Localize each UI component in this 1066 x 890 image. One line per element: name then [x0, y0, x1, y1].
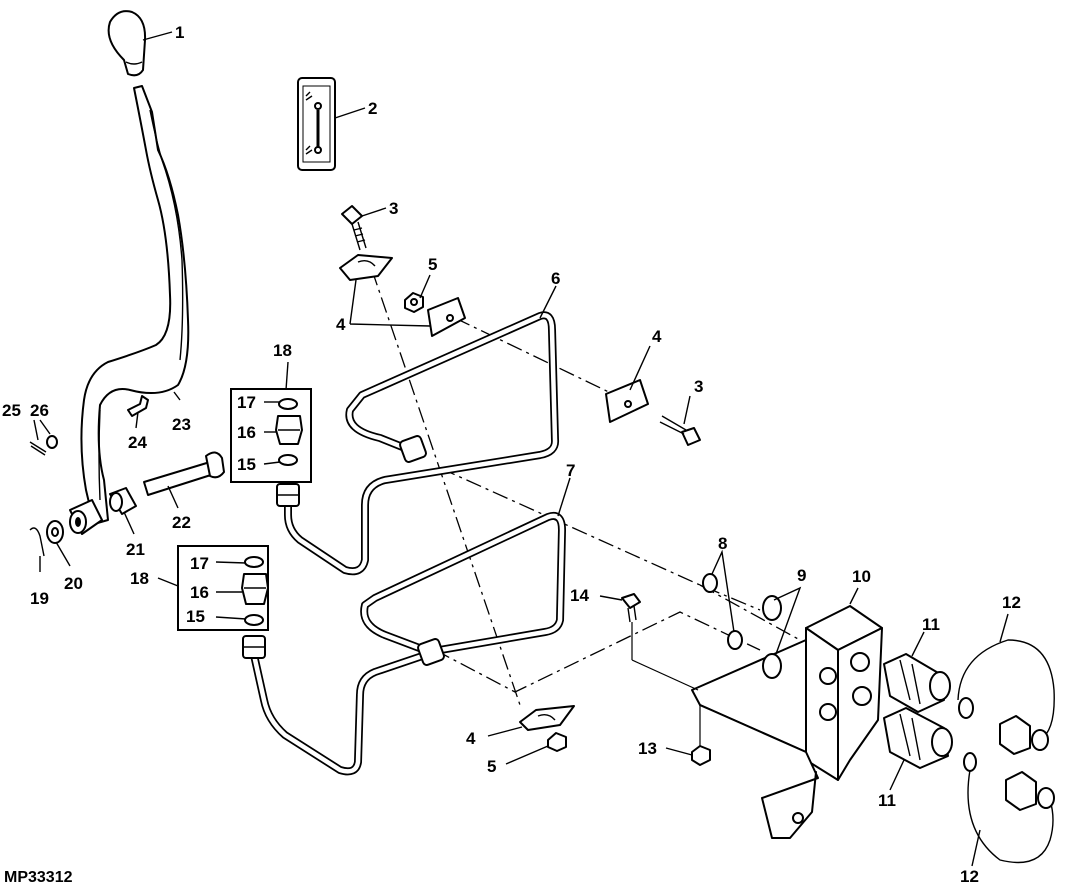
- callout-2: 2: [368, 99, 377, 118]
- callout-1: 1: [175, 23, 184, 42]
- callout-7: 7: [566, 461, 575, 480]
- callout-3-right: 3: [694, 377, 703, 396]
- callout-14: 14: [570, 586, 589, 605]
- callout-13: 13: [638, 739, 657, 758]
- cap-screw-upper: [341, 205, 367, 251]
- callout-5-upper: 5: [428, 255, 437, 274]
- callout-17-lower: 17: [190, 554, 209, 573]
- pivot-bolt: [143, 451, 225, 496]
- coupler-bracket: [691, 605, 883, 839]
- clamp-upper: [339, 254, 393, 281]
- callout-18-upper: 18: [273, 341, 292, 360]
- callout-18-lower: 18: [130, 569, 149, 588]
- dust-cap-lower: [963, 752, 1055, 864]
- callout-8: 8: [718, 534, 727, 553]
- callout-3-upper: 3: [389, 199, 398, 218]
- hydraulic-tube-upper: [276, 311, 560, 576]
- callout-15-upper: 15: [237, 455, 256, 474]
- dust-cap-upper: [957, 639, 1055, 755]
- lever-hub: [69, 499, 103, 535]
- washer: [46, 520, 64, 544]
- decal: [297, 77, 336, 171]
- callout-6: 6: [551, 269, 560, 288]
- clamp-middle: [427, 297, 466, 337]
- figure-id: MP33312: [4, 869, 73, 886]
- callout-17-upper: 17: [237, 393, 256, 412]
- callout-10: 10: [852, 567, 871, 586]
- callout-25: 25: [2, 401, 21, 420]
- o-ring-set: [702, 573, 782, 679]
- callout-9: 9: [797, 566, 806, 585]
- flange-bolt: [621, 593, 699, 691]
- callout-26: 26: [30, 401, 49, 420]
- callout-11-upper: 11: [922, 615, 940, 634]
- callout-16-upper: 16: [237, 423, 256, 442]
- tube-nut-lower-a: [417, 638, 445, 666]
- nut-lower: [547, 732, 567, 752]
- tube-nut-lower-b: [242, 635, 266, 659]
- callout-21: 21: [126, 540, 145, 559]
- leader-lines: [33, 31, 1009, 867]
- hydraulic-tube-lower: [242, 511, 566, 776]
- callout-15-lower: 15: [186, 607, 205, 626]
- callout-20: 20: [64, 574, 83, 593]
- callout-12-upper: 12: [1002, 593, 1021, 612]
- callout-24: 24: [128, 433, 147, 452]
- control-lever: [80, 85, 190, 525]
- cotter-pin: [29, 527, 45, 557]
- flange-nut: [691, 705, 711, 766]
- cap-screw-right: [659, 415, 701, 446]
- callout-4-right: 4: [652, 327, 662, 346]
- callout-12-lower: 12: [960, 867, 979, 886]
- clevis-pin: [127, 395, 149, 417]
- lever-knob: [107, 10, 147, 77]
- callout-22: 22: [172, 513, 191, 532]
- callout-4-upper: 4: [336, 315, 346, 334]
- tube-nut-upper-a: [399, 435, 427, 463]
- quick-coupler-lower: [883, 707, 953, 769]
- callout-4-lower: 4: [466, 729, 476, 748]
- nut-upper: [404, 292, 424, 313]
- fitting-assembly-lower: [177, 545, 269, 631]
- callout-16-lower: 16: [190, 583, 209, 602]
- fitting-assembly-upper: [230, 388, 312, 483]
- small-washer: [46, 435, 58, 449]
- bushing: [109, 487, 137, 515]
- spring-pin: [29, 441, 47, 456]
- phantom-lines: [371, 269, 801, 706]
- callout-11-lower: 11: [878, 791, 896, 810]
- quick-coupler-upper: [883, 653, 951, 713]
- callout-23: 23: [172, 415, 191, 434]
- callout-labels: 1 2 3 3 4 4 4 5 5 6 7 8 9 10 11 11 12 12…: [2, 23, 1021, 886]
- callout-19: 19: [30, 589, 49, 608]
- clamp-lower: [519, 705, 575, 731]
- callout-5-lower: 5: [487, 757, 496, 776]
- clamp-right: [605, 379, 649, 423]
- tube-nut-upper-b: [276, 483, 300, 507]
